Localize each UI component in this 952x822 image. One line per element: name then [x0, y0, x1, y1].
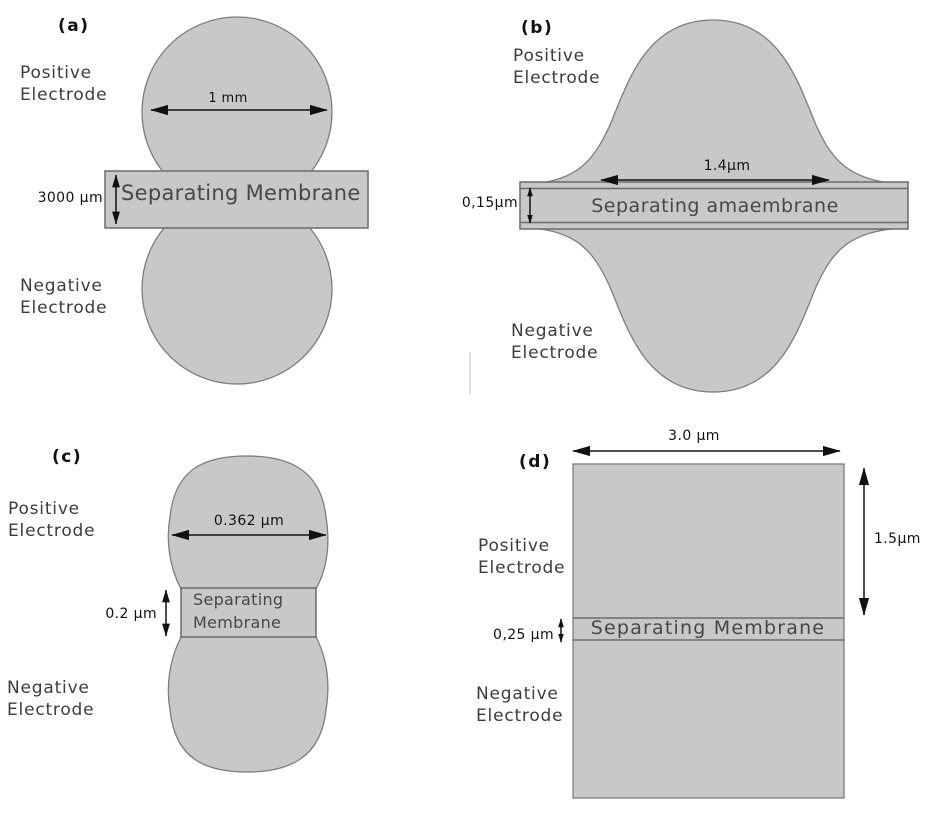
positive-electrode-label-line2: Electrode	[513, 68, 600, 88]
positive-electrode-label-line1: Positive	[20, 63, 92, 83]
width-dimension-label: 3.0 μm	[668, 428, 720, 444]
panel-d: (d) Positive Electrode Negative Electrod…	[476, 428, 921, 799]
width-dimension-label: 1 mm	[208, 91, 247, 106]
membrane-label: Separating Membrane	[591, 617, 825, 639]
positive-electrode-shape	[167, 455, 329, 590]
panel-b: (b) Positive Electrode Negative Electrod…	[462, 18, 909, 394]
height-dimension-label: 1.5μm	[874, 531, 921, 547]
membrane-label-line2: Membrane	[193, 613, 281, 632]
negative-electrode-label-line1: Negative	[20, 276, 103, 296]
thickness-dimension-label: 0.2 μm	[105, 606, 157, 622]
membrane-label: Separating Membrane	[121, 181, 361, 205]
membrane-label-line1: Separating	[193, 590, 283, 609]
negative-electrode-shape	[167, 636, 329, 773]
panel-letter: (b)	[521, 18, 553, 38]
positive-electrode-label-line1: Positive	[513, 46, 585, 66]
negative-electrode-label-line2: Electrode	[476, 706, 563, 726]
width-dimension-label: 0.362 μm	[214, 513, 284, 529]
negative-electrode-label-line1: Negative	[511, 321, 594, 341]
membrane-label: Separating amaembrane	[591, 195, 839, 217]
positive-electrode-label-line2: Electrode	[8, 521, 95, 541]
negative-electrode-label-line1: Negative	[7, 678, 90, 698]
positive-electrode-label-line1: Positive	[478, 536, 550, 556]
positive-electrode-label-line1: Positive	[8, 499, 80, 519]
panel-letter: (a)	[58, 16, 90, 36]
negative-electrode-label-line2: Electrode	[20, 298, 107, 318]
separating-membrane-rect	[180, 587, 317, 638]
separating-membrane-rect	[519, 181, 909, 230]
thickness-dimension-label: 3000 μm	[38, 190, 103, 206]
separating-membrane-rect	[104, 170, 369, 229]
positive-electrode-label-line2: Electrode	[20, 85, 107, 105]
negative-electrode-label-line2: Electrode	[7, 700, 94, 720]
negative-electrode-label-line1: Negative	[476, 684, 559, 704]
panel-letter: (c)	[52, 447, 82, 467]
panel-c: (c) Positive Electrode Negative Electrod…	[7, 447, 329, 773]
negative-electrode-shape	[532, 227, 901, 393]
panel-a: (a) Positive Electrode Negative Electrod…	[20, 16, 369, 385]
cell-rect	[572, 463, 845, 799]
positive-electrode-shape	[532, 19, 901, 185]
panel-letter: (d)	[519, 452, 551, 472]
thickness-dimension-label: 0,15μm	[462, 195, 518, 211]
thickness-dimension-label: 0,25 μm	[493, 627, 554, 643]
positive-electrode-label-line2: Electrode	[478, 558, 565, 578]
negative-electrode-label-line2: Electrode	[511, 343, 598, 363]
width-dimension-label: 1.4μm	[704, 158, 751, 174]
